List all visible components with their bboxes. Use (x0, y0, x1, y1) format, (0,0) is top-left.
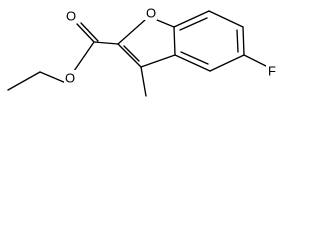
bond-c3-to-methyl (140, 66, 147, 97)
fluorine-label-bg (266, 63, 278, 78)
bond-c4-to-c3a-inner (180, 51, 209, 65)
bond-c4-to-c3a (174, 54, 211, 72)
bond-ethyl-ch2 (39, 71, 67, 84)
bond-c7a-to-c7 (173, 10, 210, 28)
carbonyl-oxygen-atom: O (65, 8, 78, 24)
bond-ring-o-to-c7a (156, 19, 175, 28)
bond-c5-to-c4 (209, 54, 245, 72)
bond-c7-to-c6 (208, 10, 244, 28)
carbonyl-oxygen-label-bg (65, 8, 78, 23)
fluorine-label: F (268, 64, 276, 79)
bond-c5-to-fluorine (243, 54, 267, 67)
bond-c7a-to-c7-inner (179, 17, 208, 31)
bond-c7a-to-c3a (173, 26, 176, 56)
bond-ester-o-to-carbonyl-c (73, 41, 95, 72)
ring-oxygen-label-bg (144, 5, 157, 20)
bond-carbonyl-c-to-o-left (76, 23, 95, 43)
ring-oxygen-atom: O (144, 5, 157, 21)
bond-c6-to-c5 (242, 26, 245, 56)
ester-oxygen-label-bg (64, 70, 77, 85)
bond-carbonyl-c-to-furan-c2 (93, 41, 119, 45)
carbonyl-oxygen-label: O (66, 9, 76, 24)
ester-oxygen-label: O (65, 71, 75, 86)
ring-oxygen-label: O (146, 6, 156, 21)
atom-labels: O O O F (64, 5, 278, 86)
fluorine-atom: F (266, 63, 278, 79)
bond-c3-to-c3a (140, 54, 176, 68)
bond-c2-to-c3-outer (117, 43, 142, 68)
bond-lines (7, 10, 267, 97)
bond-ethyl-terminal (7, 71, 41, 91)
bond-c2-to-c3-inner (123, 45, 140, 62)
bond-carbonyl-c-to-o-right (80, 22, 99, 42)
bond-c6-to-c5-inner (236, 29, 239, 53)
bond-c2-to-ring-o (117, 19, 146, 45)
ester-oxygen-atom: O (64, 70, 77, 86)
chemical-structure: O O O F (7, 5, 278, 97)
